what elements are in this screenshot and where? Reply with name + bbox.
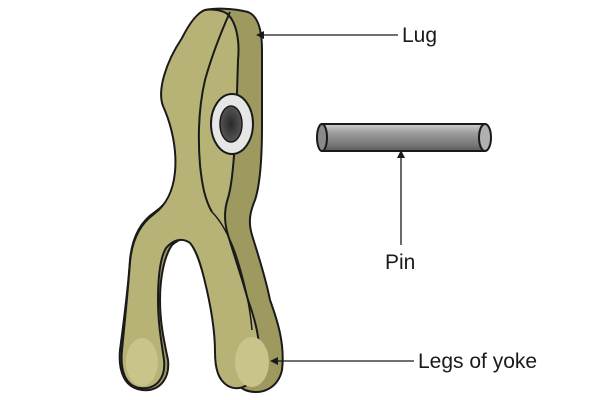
leader-lines <box>256 31 414 365</box>
pin-label: Pin <box>385 251 416 274</box>
left-leg-foot <box>126 338 158 386</box>
pin-arrowhead <box>397 150 405 158</box>
yoke-divider <box>197 11 231 213</box>
legs-arrowhead <box>270 357 278 365</box>
lug-hole <box>210 93 254 155</box>
lug-arrowhead <box>256 31 264 39</box>
yoke <box>118 7 284 393</box>
pin <box>316 123 492 152</box>
legs-of-yoke-label: Legs of yoke <box>418 350 538 373</box>
lug-label: Lug <box>402 24 438 47</box>
right-leg-foot <box>235 337 269 387</box>
yoke-inner-edge <box>211 211 253 331</box>
